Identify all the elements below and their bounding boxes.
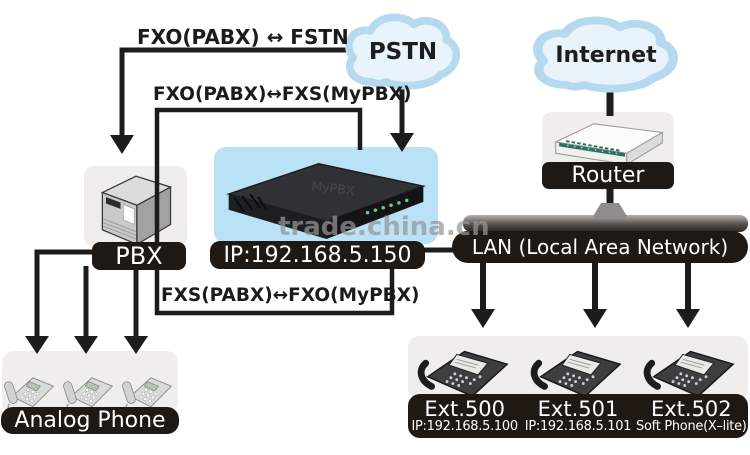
ext-501-column: Ext.501 IP:192.168.5.101 [521, 398, 634, 434]
ext-501-ip: IP:192.168.5.101 [524, 419, 632, 435]
ip-phones-box [408, 336, 748, 400]
ext-500-label: Ext.500 [424, 397, 506, 422]
ip-phone-icon [644, 350, 735, 397]
cloud-icon [532, 16, 678, 93]
analog-phone-icon [63, 377, 114, 416]
analog-phone-icon [121, 377, 172, 416]
pstn-cloud: PSTN [338, 11, 468, 93]
analog-phone-label: Analog Phone [1, 407, 179, 434]
analog-phone-icon [4, 377, 55, 416]
router-label: Router [542, 162, 674, 189]
mypbx-ip-label: IP:192.168.5.150 [210, 241, 425, 269]
ext-500-column: Ext.500 IP:192.168.5.100 [408, 398, 521, 434]
router-device-icon [553, 123, 664, 166]
ext-501-label: Ext.501 [537, 397, 619, 422]
mypbx-ip-text: IP:192.168.5.150 [223, 242, 412, 268]
ext-502-column: Ext.502 Soft Phone(X–lite) [635, 398, 748, 434]
pbx-device-icon [100, 175, 173, 246]
analog-phone-label-text: Analog Phone [14, 408, 166, 433]
watermark-text: trade.china.cn [278, 212, 490, 242]
ext-500-ip: IP:192.168.5.100 [411, 419, 518, 435]
pbx-device-box [84, 166, 187, 247]
cloud-icon [345, 13, 460, 90]
lan-label: LAN (Local Area Network) [452, 231, 748, 263]
link-label-fxo-fstn: FXO(PABX) ↔ FSTN [137, 25, 349, 49]
extension-label-bar: Ext.500 IP:192.168.5.100 Ext.501 IP:192.… [408, 394, 748, 438]
router-label-text: Router [571, 163, 645, 188]
ext-502-softphone: Soft Phone(X–lite) [636, 419, 747, 435]
ext-502-label: Ext.502 [650, 397, 732, 422]
pstn-cloud-label: PSTN [368, 39, 438, 65]
analog-phones-box [2, 351, 178, 416]
ip-phone-icon [530, 350, 622, 397]
link-label-fxo-fxs: FXO(PABX)↔FXS(MyPBX) [153, 84, 412, 105]
pbx-label: PBX [92, 242, 186, 270]
internet-cloud-label: Internet [555, 42, 657, 68]
ip-phone-icon [417, 350, 509, 397]
lan-label-text: LAN (Local Area Network) [471, 235, 729, 259]
internet-cloud: Internet [524, 14, 688, 96]
lan-bus-bar [463, 215, 748, 232]
pbx-label-text: PBX [115, 242, 163, 270]
link-label-fxs-fxo: FXS(PABX)↔FXO(MyPBX) [161, 285, 420, 306]
